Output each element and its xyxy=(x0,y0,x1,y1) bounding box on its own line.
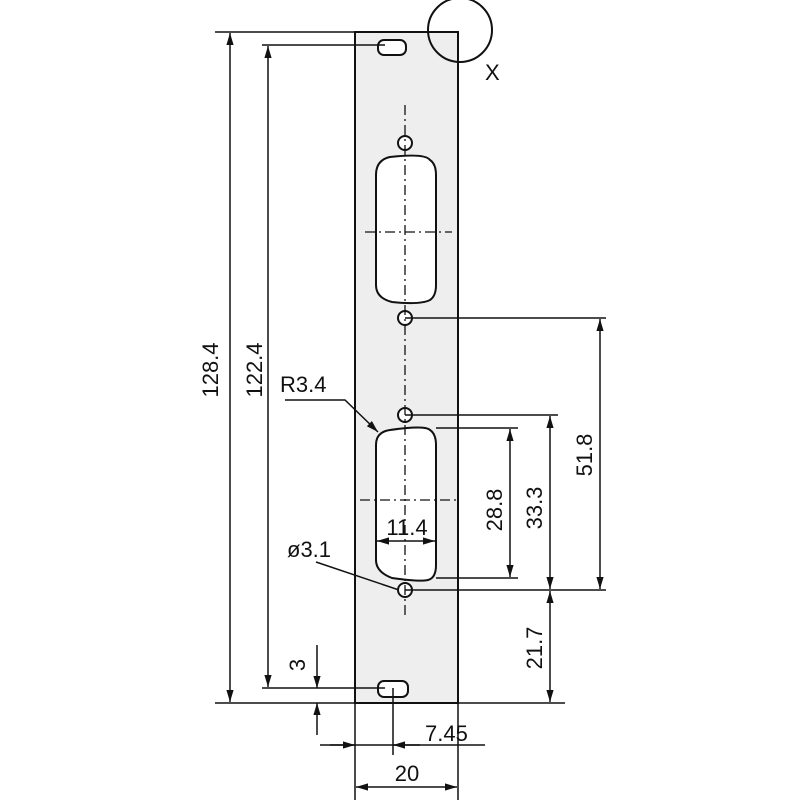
dim-corner-radius: R3.4 xyxy=(280,372,326,397)
dim-slot-offset: 3 xyxy=(285,659,310,671)
dim-overall-height: 128.4 xyxy=(198,342,223,397)
dim-cutout-width: 11.4 xyxy=(386,515,427,540)
bottom-connector-cutout xyxy=(375,426,437,582)
dim-slot-x-offset: 7.45 xyxy=(425,721,468,746)
dim-panel-width: 20 xyxy=(395,761,419,786)
top-connector-cutout xyxy=(375,154,437,305)
dim-connector-hole-span: 51.8 xyxy=(572,434,597,477)
leader-corner-radius xyxy=(285,399,379,433)
detail-label: X xyxy=(485,60,500,85)
extension-lines xyxy=(215,31,606,800)
detail-circle xyxy=(427,0,493,63)
top-mounting-slot xyxy=(377,39,407,56)
panel xyxy=(354,31,459,704)
dim-lower-hole-span: 33.3 xyxy=(522,487,547,530)
leader-hole-diameter xyxy=(315,561,400,591)
dim-slot-spacing: 122.4 xyxy=(242,342,267,397)
dim-bottom-offset: 21.7 xyxy=(522,627,547,670)
dim-cutout-height: 28.8 xyxy=(482,489,507,532)
dim-hole-diameter: ø3.1 xyxy=(287,537,331,562)
